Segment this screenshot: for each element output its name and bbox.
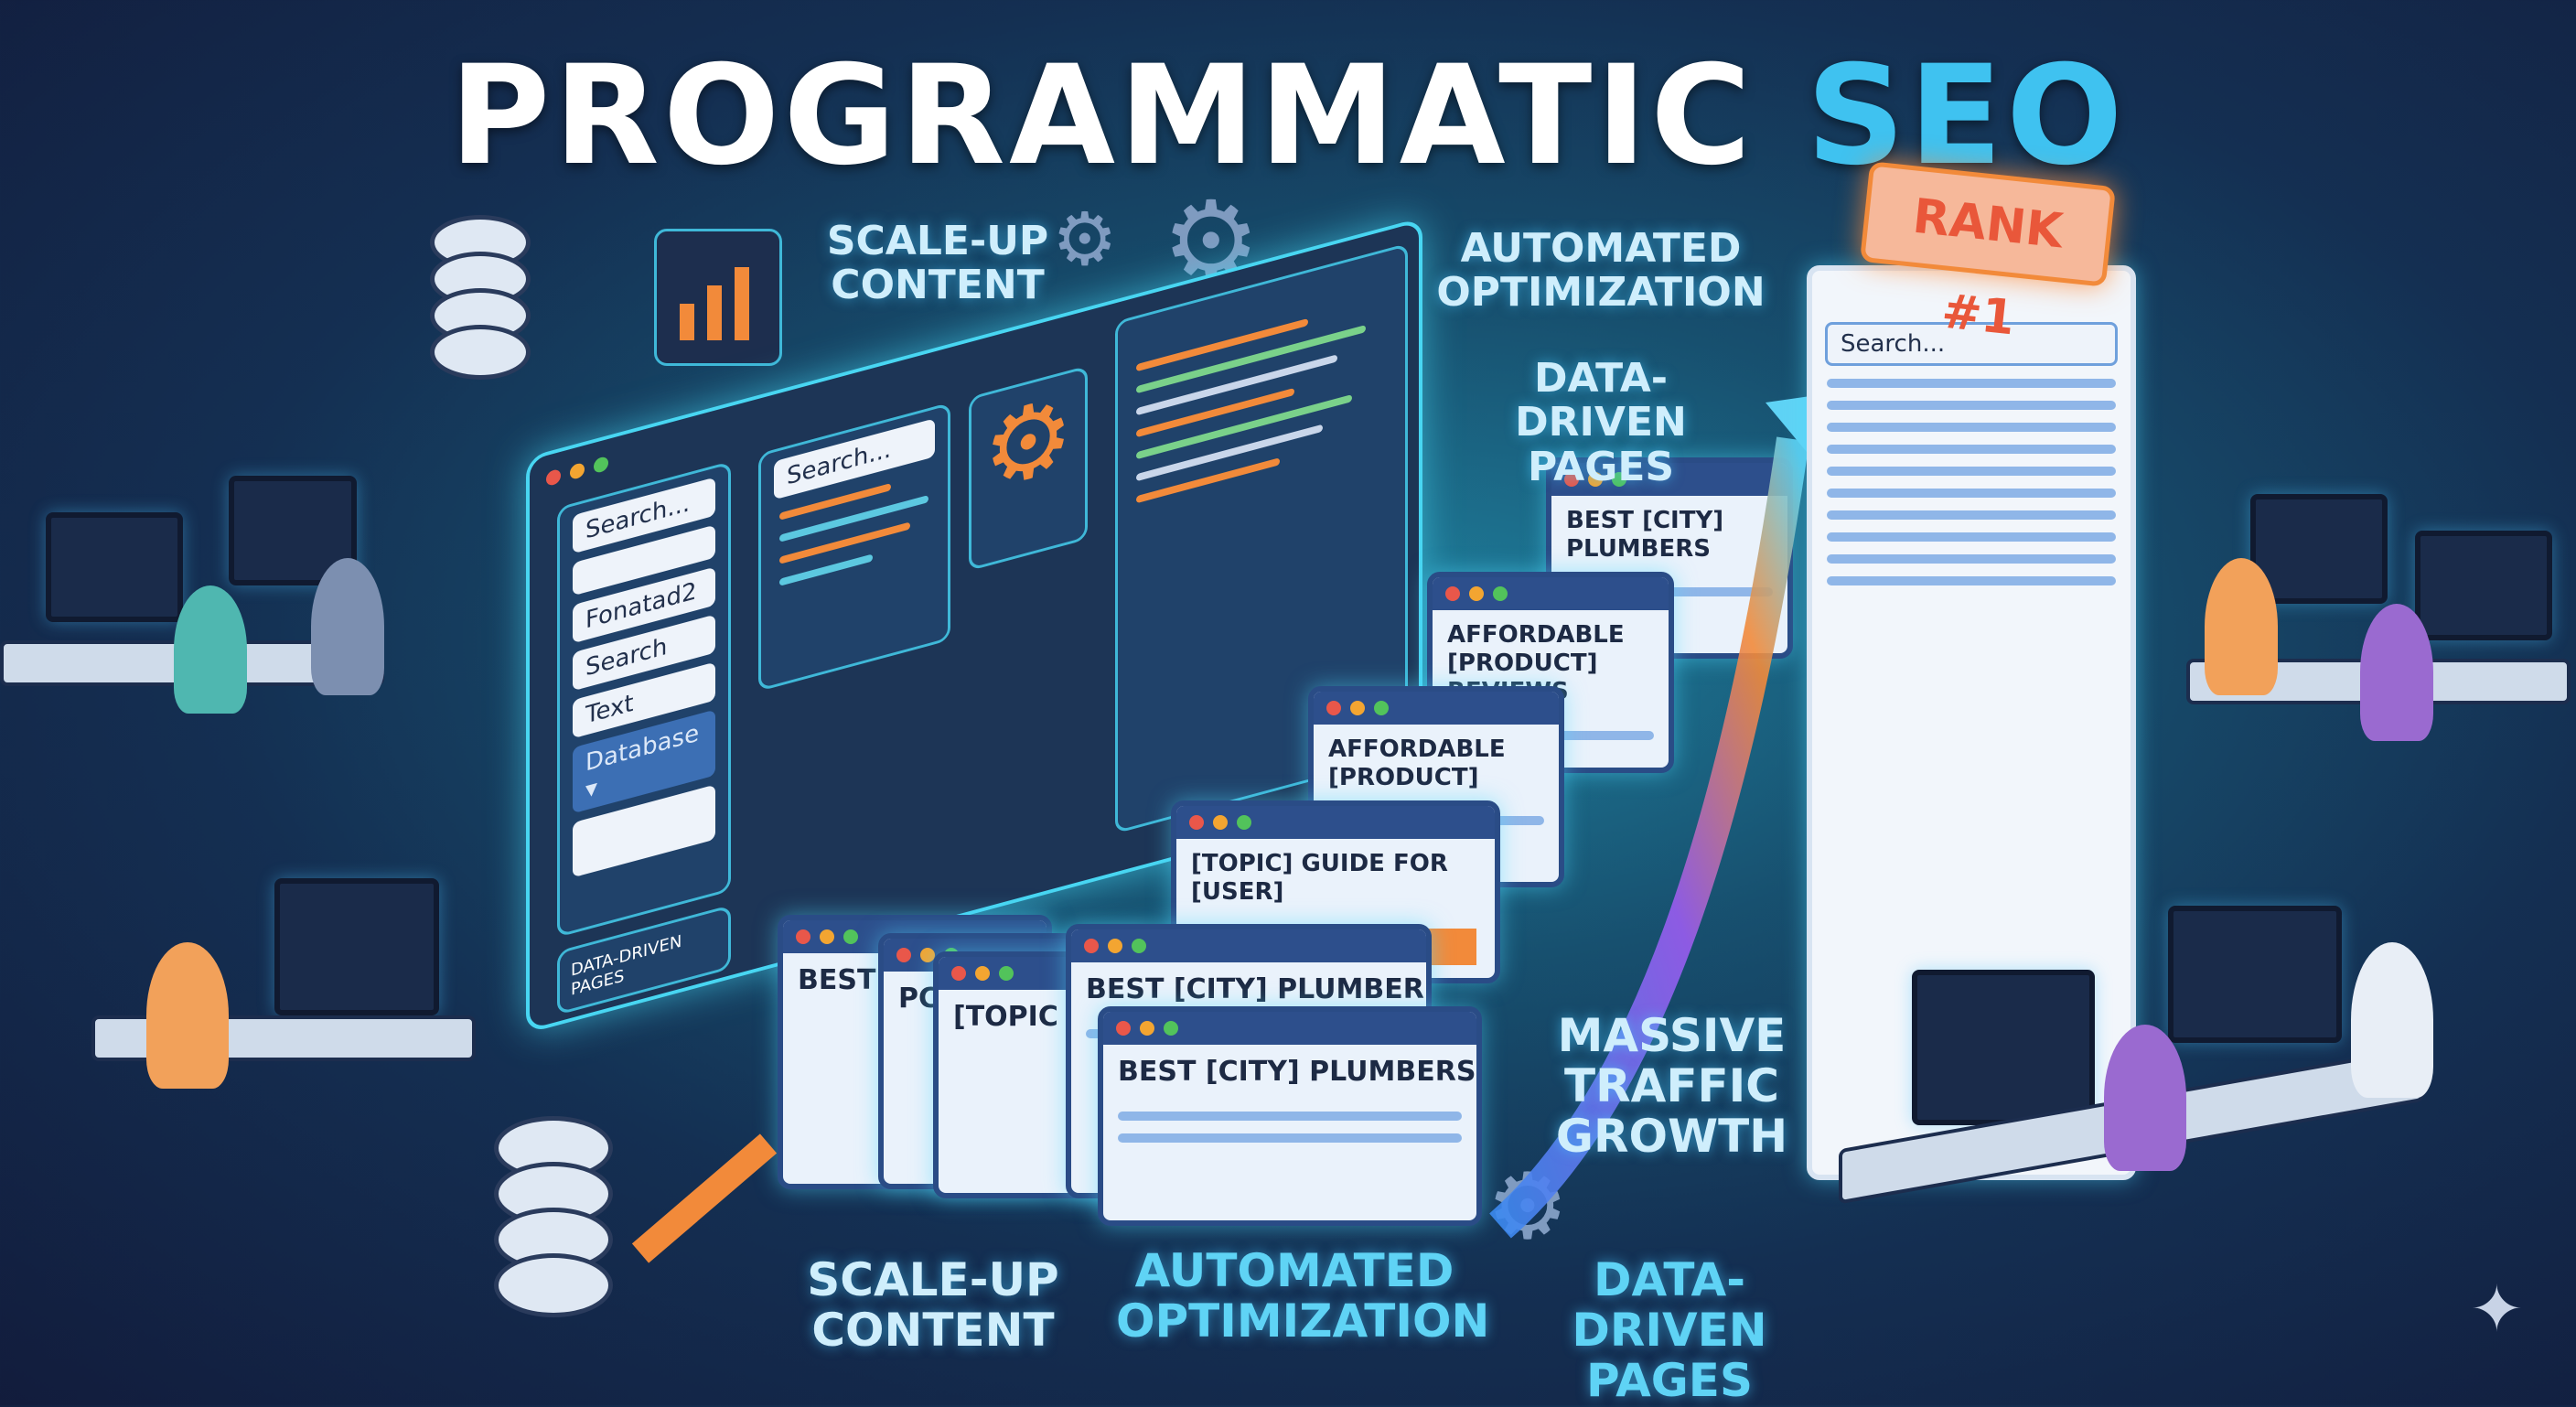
section-title: DATA-DRIVEN PAGES	[571, 931, 682, 1000]
person	[2360, 604, 2433, 741]
label-data-driven-top: DATA-DRIVEN PAGES	[1515, 355, 1687, 490]
gear-icon: ⚙	[1052, 197, 1118, 282]
page-title: [TOPIC] GUIDE FOR [USER]	[1191, 850, 1448, 907]
monitor	[46, 512, 183, 622]
page-title: PC	[898, 983, 939, 1015]
page-title: [TOPIC	[953, 1001, 1058, 1033]
person	[311, 558, 384, 695]
title-accent: SEO	[1806, 37, 2127, 196]
chart-icon	[654, 229, 782, 366]
page-title: BEST [CITY] PLUMBERS	[1086, 973, 1432, 1005]
database-icon	[430, 215, 531, 380]
left-panel: Search... Fonatad2 Search Text Database …	[557, 460, 731, 938]
page-card[interactable]: BEST [CITY] PLUMBERS	[1098, 1006, 1482, 1226]
gear-icon: ⚙	[1487, 1153, 1569, 1260]
page-title: PROGRAMMATIC SEO	[0, 37, 2576, 196]
label-automated-bottom: AUTOMATED OPTIMIZATION	[1116, 1244, 1490, 1348]
database-icon	[494, 1116, 613, 1317]
label-massive-traffic: MASSIVE TRAFFIC GROWTH	[1555, 1009, 1788, 1163]
page-title: BEST	[798, 964, 876, 996]
monitor	[2415, 531, 2552, 640]
monitor	[1912, 970, 2095, 1125]
middle-panel: Search...	[758, 402, 950, 692]
label-data-driven-bottom: DATA-DRIVEN PAGES	[1572, 1253, 1767, 1407]
monitor	[2168, 906, 2342, 1043]
monitor	[2250, 494, 2388, 604]
person	[2104, 1025, 2186, 1171]
workstation-left-bottom	[91, 878, 503, 1299]
label-automated-top: AUTOMATED OPTIMIZATION	[1436, 225, 1766, 317]
workstation-left-top	[0, 457, 430, 869]
page-title: AFFORDABLE [PRODUCT]	[1328, 736, 1506, 792]
title-main: PROGRAMMATIC	[449, 37, 1755, 196]
workstation-right-bottom	[1839, 887, 2479, 1400]
search-input[interactable]: Search...	[1825, 322, 2118, 366]
person	[174, 585, 247, 714]
page-title: BEST [CITY] PLUMBERS	[1566, 507, 1724, 564]
person	[2205, 558, 2278, 695]
monitor	[274, 878, 439, 1015]
workstation-right-top	[2150, 476, 2576, 887]
sparkle-icon: ✦	[2470, 1272, 2524, 1347]
gear-icon: ⚙	[969, 365, 1088, 572]
label-scale-up-bottom: SCALE-UP CONTENT	[807, 1253, 1059, 1357]
page-title: BEST [CITY] PLUMBERS	[1118, 1056, 1476, 1088]
person	[2351, 942, 2433, 1098]
label-scale-up-top: SCALE-UP CONTENT	[826, 218, 1049, 309]
person	[146, 942, 229, 1089]
